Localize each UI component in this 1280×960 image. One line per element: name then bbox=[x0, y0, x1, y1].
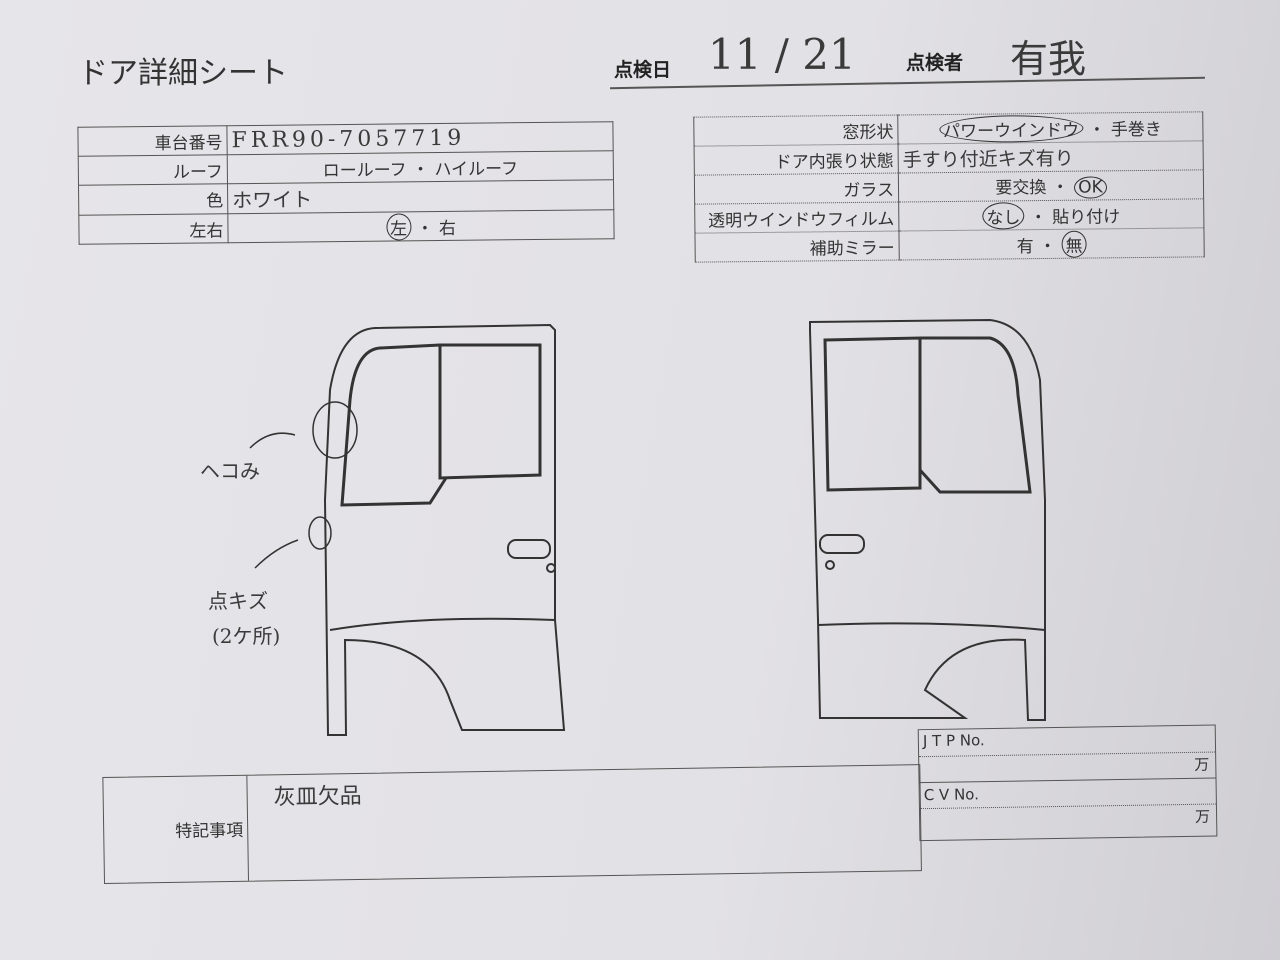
scratch-mark bbox=[308, 516, 332, 550]
dent-annotation: ヘコみ bbox=[200, 459, 260, 483]
date-label: 点検日 bbox=[614, 59, 672, 81]
scratch-annotation: 点キズ bbox=[208, 589, 268, 613]
remarks-section: 特記事項 灰皿欠品 J T P No. 万 C V No. 万 bbox=[102, 724, 1218, 884]
sheet-title: ドア詳細シート bbox=[78, 56, 288, 91]
numbers-box: J T P No. 万 C V No. 万 bbox=[917, 724, 1218, 842]
scratch-count: (2ケ所) bbox=[212, 624, 281, 648]
cv-label: C V No. bbox=[923, 785, 980, 805]
divider bbox=[919, 777, 1216, 784]
remarks-label: 特記事項 bbox=[103, 775, 249, 883]
cv-unit: 万 bbox=[1194, 807, 1211, 826]
remarks-box: 特記事項 灰皿欠品 bbox=[102, 764, 922, 884]
right-door-diagram bbox=[809, 318, 1046, 721]
left-door-diagram bbox=[249, 323, 566, 736]
inspector-label: 点検者 bbox=[906, 52, 964, 74]
remarks-value: 灰皿欠品 bbox=[273, 783, 362, 811]
jtp-unit: 万 bbox=[1194, 755, 1210, 774]
jtp-label: J T P No. bbox=[922, 731, 985, 751]
date-value: 11 / 21 bbox=[708, 30, 856, 79]
divider bbox=[919, 751, 1216, 758]
dent-mark bbox=[312, 401, 358, 459]
inspector-value: 有我 bbox=[1010, 37, 1087, 81]
divider bbox=[919, 803, 1216, 810]
